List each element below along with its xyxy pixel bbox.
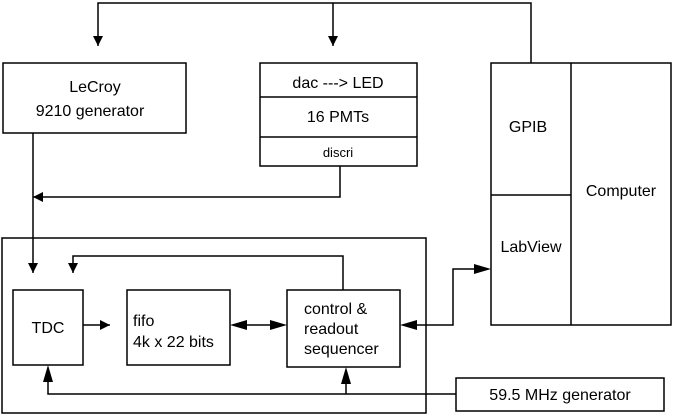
control-labview-bidir-line — [417, 268, 474, 326]
control-sequencer-box — [286, 289, 401, 368]
control-labview-arrow-left — [400, 320, 417, 330]
fifo-control-arrow-left — [230, 320, 247, 330]
computer-label: Computer — [586, 183, 657, 200]
gpib-label: GPIB — [509, 119, 547, 136]
fifo-label-line2: 4k x 22 bits — [133, 334, 214, 351]
computer-block-box — [490, 62, 672, 326]
clock-generator-label: 59.5 MHz generator — [489, 387, 631, 404]
dac-led-label: dac ---> LED — [292, 75, 383, 92]
discri-label: discri — [323, 145, 353, 160]
control-to-tdc-line — [68, 255, 344, 290]
tdc-box — [12, 289, 84, 366]
lecroy-label-line1: LeCroy — [69, 79, 121, 96]
control-label-line1: control & — [304, 301, 367, 318]
dac-pmt-stack-box — [259, 62, 418, 167]
fifo-control-arrow-right — [270, 320, 287, 330]
clock-distribution-line — [47, 382, 456, 395]
clock-to-tdc-arrow — [43, 365, 53, 382]
tdc-label: TDC — [32, 320, 65, 337]
gpib-bus-to-lecroy — [93, 2, 532, 63]
fifo-label-line1: fifo — [133, 313, 154, 330]
control-labview-arrow-right — [474, 264, 491, 274]
control-label-line3: sequencer — [304, 341, 379, 358]
lecroy-label-line2: 9210 generator — [36, 103, 145, 120]
lecroy-generator-box — [2, 62, 187, 134]
discri-to-tdc-line — [33, 166, 341, 202]
pmts-label: 16 PMTs — [307, 109, 369, 126]
fifo-box — [126, 289, 231, 366]
control-label-line2: readout — [304, 321, 359, 338]
clock-to-control-arrow — [341, 367, 351, 384]
labview-label: LabView — [500, 239, 562, 256]
clock-generator-box — [455, 377, 665, 412]
